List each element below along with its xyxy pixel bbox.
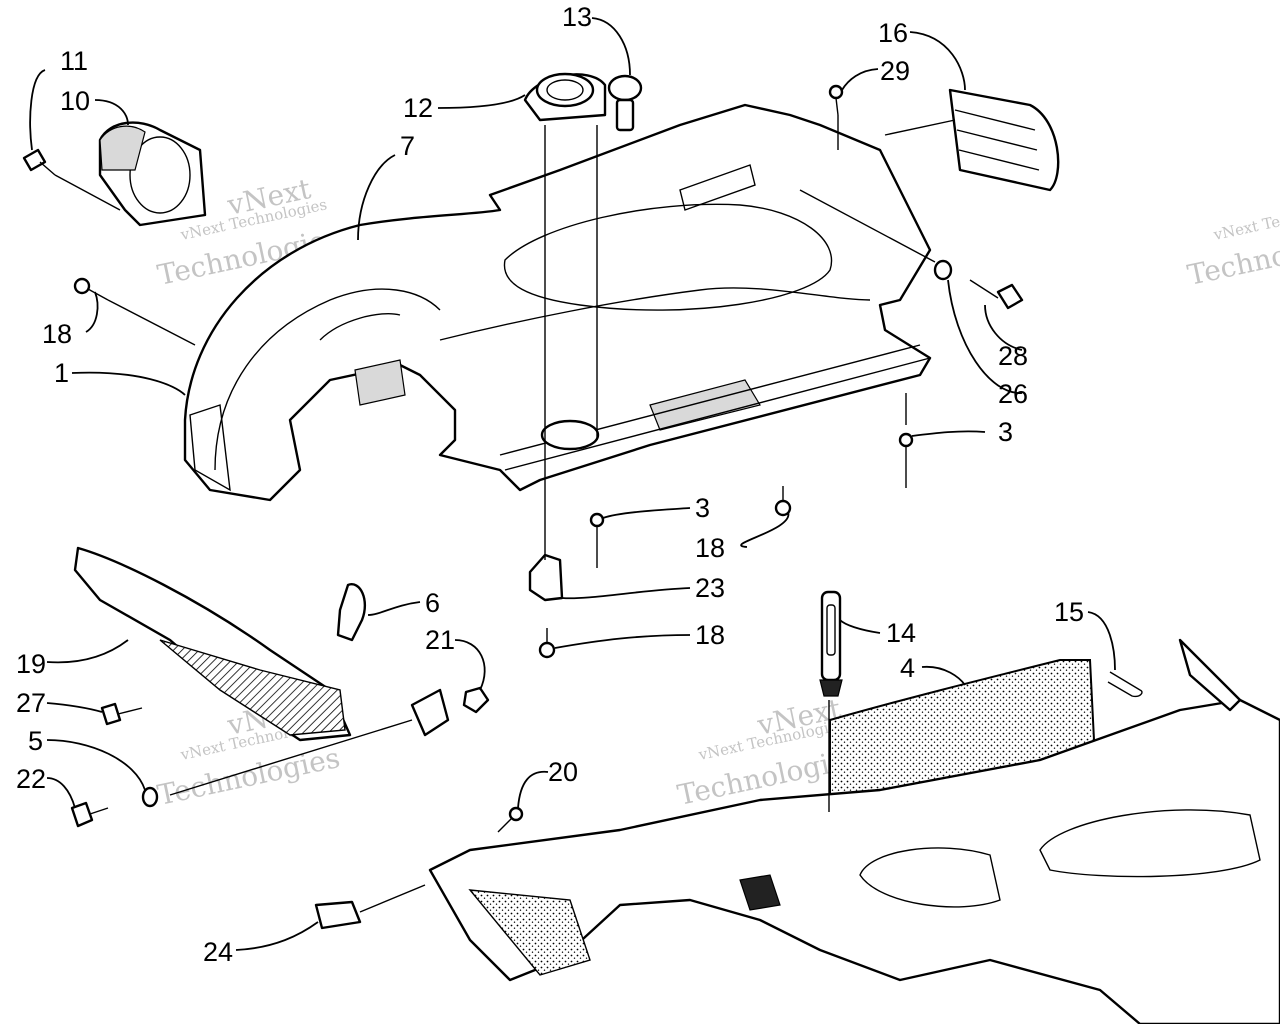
part-16-louver xyxy=(948,88,1060,192)
callout-4: 4 xyxy=(900,653,915,683)
callout-28: 28 xyxy=(998,341,1028,371)
callout-22: 22 xyxy=(16,764,46,794)
part-13-clamp xyxy=(607,74,643,132)
hardware xyxy=(22,84,1143,930)
callout-29: 29 xyxy=(880,56,910,86)
lower-body xyxy=(428,638,1280,1024)
callout-13: 13 xyxy=(562,2,592,32)
leader-lines xyxy=(29,17,1116,951)
callout-18: 18 xyxy=(42,319,72,349)
callout-20: 20 xyxy=(548,757,578,787)
callout-18: 18 xyxy=(695,620,725,650)
callout-26: 26 xyxy=(998,379,1028,409)
callout-15: 15 xyxy=(1054,597,1084,627)
callout-labels: 11 10 7 12 13 16 29 18 1 28 26 3 3 18 23… xyxy=(16,2,1084,967)
callout-1: 1 xyxy=(54,358,69,388)
alignment-lines xyxy=(54,115,956,913)
callout-12: 12 xyxy=(403,93,433,123)
callout-3: 3 xyxy=(998,417,1013,447)
callout-23: 23 xyxy=(695,573,725,603)
callout-24: 24 xyxy=(203,937,233,967)
callout-27: 27 xyxy=(16,688,46,718)
callout-16: 16 xyxy=(878,18,908,48)
callout-14: 14 xyxy=(886,618,916,648)
part-19-trim xyxy=(73,546,352,742)
callout-18: 18 xyxy=(695,533,725,563)
callout-19: 19 xyxy=(16,649,46,679)
belly-pan-assembly xyxy=(183,103,932,502)
callout-21: 21 xyxy=(425,625,455,655)
callout-6: 6 xyxy=(425,588,440,618)
svg-text:vNext Technologies: vNext Technologies xyxy=(1211,195,1280,244)
callout-5: 5 xyxy=(28,726,43,756)
part-10-housing xyxy=(98,121,207,227)
callout-11: 11 xyxy=(60,46,88,76)
callout-3: 3 xyxy=(695,493,710,523)
part-14-strap xyxy=(819,590,843,697)
callout-7: 7 xyxy=(400,131,415,161)
callout-10: 10 xyxy=(60,86,90,116)
part-12-bezel xyxy=(523,72,607,122)
